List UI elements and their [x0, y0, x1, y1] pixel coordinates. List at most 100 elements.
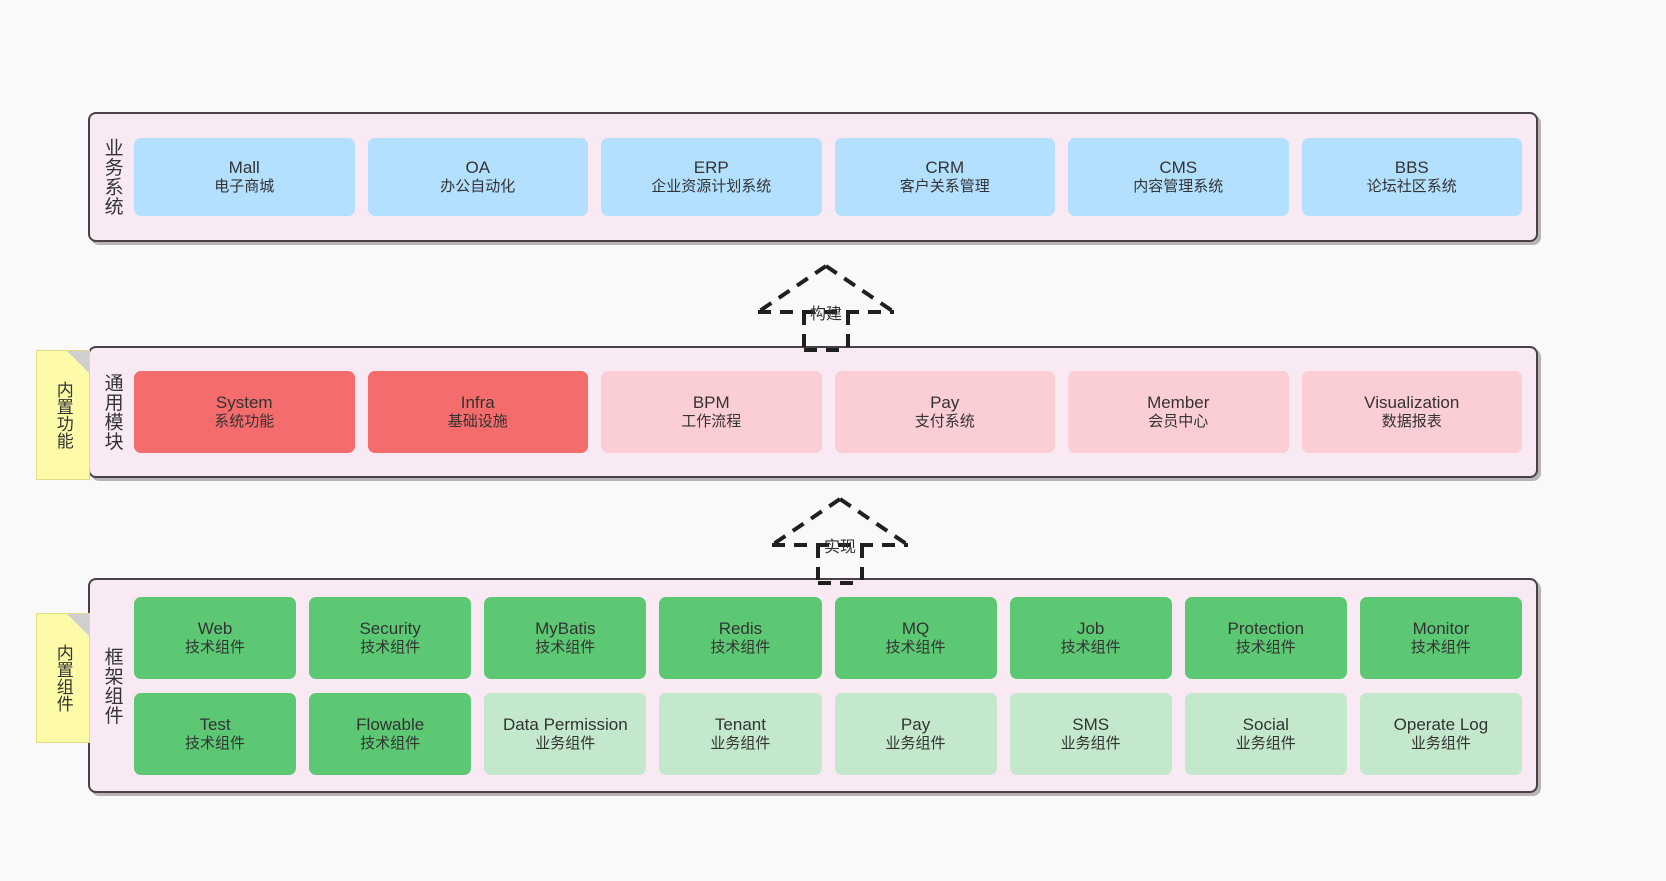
generalization-arrowhead-icon: [756, 264, 896, 314]
node-pay-component-en: Pay: [900, 714, 931, 734]
note-builtin-function: 内置功能: [36, 350, 90, 480]
node-system-cn: 系统功能: [214, 413, 275, 431]
node-pay-module-cn: 支付系统: [914, 413, 975, 431]
layer-business-system[interactable]: 业务系统 Mall 电子商城 OA 办公自动化 ERP 企业资源计划系统 CRM: [88, 112, 1538, 242]
node-sms-en: SMS: [1072, 714, 1110, 734]
node-bbs-en: BBS: [1394, 158, 1429, 178]
node-test-en: Test: [199, 714, 231, 734]
node-data-permission-cn: 业务组件: [535, 734, 596, 752]
node-security[interactable]: Security 技术组件: [309, 596, 472, 679]
node-flowable-cn: 技术组件: [360, 734, 421, 752]
node-sms-cn: 业务组件: [1060, 734, 1121, 752]
node-mq-en: MQ: [901, 618, 930, 638]
node-crm[interactable]: CRM 客户关系管理: [834, 138, 1055, 216]
node-infra-en: Infra: [460, 393, 495, 413]
node-tenant-cn: 业务组件: [710, 734, 771, 752]
node-operate-log[interactable]: Operate Log 业务组件: [1359, 692, 1522, 775]
node-cms-cn: 内容管理系统: [1133, 178, 1224, 196]
layer-common-module-body: System 系统功能 Infra 基础设施 BPM 工作流程 Pay 支付系统…: [134, 348, 1536, 476]
node-erp-cn: 企业资源计划系统: [651, 178, 772, 196]
node-web-en: Web: [197, 618, 233, 638]
layer-business-system-body: Mall 电子商城 OA 办公自动化 ERP 企业资源计划系统 CRM 客户关系…: [134, 114, 1536, 240]
node-erp-en: ERP: [693, 158, 729, 178]
framework-tech-row: Web 技术组件 Security 技术组件 MyBatis 技术组件 Redi…: [134, 596, 1522, 679]
node-sms[interactable]: SMS 业务组件: [1009, 692, 1172, 775]
node-member-en: Member: [1147, 393, 1210, 413]
node-mybatis[interactable]: MyBatis 技术组件: [484, 596, 647, 679]
node-oa-en: OA: [465, 158, 491, 178]
node-tenant[interactable]: Tenant 业务组件: [659, 692, 822, 775]
node-pay-component-cn: 业务组件: [885, 734, 946, 752]
node-mq-cn: 技术组件: [885, 638, 946, 656]
node-oa-cn: 办公自动化: [440, 178, 516, 196]
node-infra-cn: 基础设施: [447, 413, 508, 431]
node-visualization[interactable]: Visualization 数据报表: [1301, 371, 1522, 453]
node-system[interactable]: System 系统功能: [134, 371, 355, 453]
layer-framework-component-body: Web 技术组件 Security 技术组件 MyBatis 技术组件 Redi…: [134, 580, 1536, 791]
node-test-cn: 技术组件: [185, 734, 246, 752]
node-crm-en: CRM: [925, 158, 965, 178]
node-social-en: Social: [1242, 714, 1289, 734]
node-mall-en: Mall: [228, 158, 260, 178]
node-security-en: Security: [359, 618, 421, 638]
node-bbs[interactable]: BBS 论坛社区系统: [1301, 138, 1522, 216]
node-redis[interactable]: Redis 技术组件: [659, 596, 822, 679]
layer-common-module[interactable]: 通用模块 System 系统功能 Infra 基础设施 BPM 工作流程 Pay: [88, 346, 1538, 478]
node-test[interactable]: Test 技术组件: [134, 692, 297, 775]
node-mall[interactable]: Mall 电子商城: [134, 138, 355, 216]
node-web[interactable]: Web 技术组件: [134, 596, 297, 679]
node-pay-module[interactable]: Pay 支付系统: [834, 371, 1055, 453]
node-social-cn: 业务组件: [1235, 734, 1296, 752]
node-bbs-cn: 论坛社区系统: [1366, 178, 1457, 196]
node-job[interactable]: Job 技术组件: [1009, 596, 1172, 679]
node-monitor-en: Monitor: [1412, 618, 1470, 638]
node-crm-cn: 客户关系管理: [899, 178, 990, 196]
node-visualization-en: Visualization: [1364, 393, 1460, 413]
layer-business-system-title: 业务系统: [101, 138, 123, 216]
node-pay-component[interactable]: Pay 业务组件: [834, 692, 997, 775]
module-node-row: System 系统功能 Infra 基础设施 BPM 工作流程 Pay 支付系统…: [134, 371, 1522, 453]
node-bpm-en: BPM: [692, 393, 730, 413]
node-mybatis-en: MyBatis: [535, 618, 596, 638]
node-job-en: Job: [1076, 618, 1105, 638]
node-redis-cn: 技术组件: [710, 638, 771, 656]
generalization-arrowhead-icon: [770, 497, 910, 547]
business-node-row: Mall 电子商城 OA 办公自动化 ERP 企业资源计划系统 CRM 客户关系…: [134, 138, 1522, 216]
node-cms[interactable]: CMS 内容管理系统: [1068, 138, 1289, 216]
node-social[interactable]: Social 业务组件: [1184, 692, 1347, 775]
note-builtin-component-text: 内置组件: [53, 644, 73, 712]
layer-framework-component[interactable]: 框架组件 Web 技术组件 Security 技术组件 MyBatis 技术组件…: [88, 578, 1538, 793]
node-monitor-cn: 技术组件: [1410, 638, 1471, 656]
node-member[interactable]: Member 会员中心: [1068, 371, 1289, 453]
note-builtin-function-text: 内置功能: [53, 381, 73, 449]
node-member-cn: 会员中心: [1148, 413, 1209, 431]
node-security-cn: 技术组件: [360, 638, 421, 656]
node-infra[interactable]: Infra 基础设施: [367, 371, 588, 453]
node-flowable[interactable]: Flowable 技术组件: [309, 692, 472, 775]
node-redis-en: Redis: [718, 618, 763, 638]
node-operate-log-cn: 业务组件: [1410, 734, 1471, 752]
node-protection-en: Protection: [1227, 618, 1305, 638]
node-web-cn: 技术组件: [185, 638, 246, 656]
node-visualization-cn: 数据报表: [1381, 413, 1442, 431]
node-oa[interactable]: OA 办公自动化: [367, 138, 588, 216]
note-builtin-component: 内置组件: [36, 613, 90, 743]
node-bpm[interactable]: BPM 工作流程: [601, 371, 822, 453]
node-flowable-en: Flowable: [356, 714, 425, 734]
node-protection[interactable]: Protection 技术组件: [1184, 596, 1347, 679]
layer-framework-component-title: 框架组件: [101, 646, 123, 725]
node-data-permission-en: Data Permission: [502, 714, 628, 734]
node-monitor[interactable]: Monitor 技术组件: [1359, 596, 1522, 679]
node-data-permission[interactable]: Data Permission 业务组件: [484, 692, 647, 775]
node-job-cn: 技术组件: [1060, 638, 1121, 656]
connector-implement-label: 实现: [823, 539, 857, 556]
connector-build: 构建: [756, 262, 896, 352]
node-mybatis-cn: 技术组件: [535, 638, 596, 656]
node-mall-cn: 电子商城: [214, 178, 275, 196]
node-system-en: System: [215, 393, 273, 413]
node-operate-log-en: Operate Log: [1393, 714, 1489, 734]
node-mq[interactable]: MQ 技术组件: [834, 596, 997, 679]
node-erp[interactable]: ERP 企业资源计划系统: [601, 138, 822, 216]
connector-build-label: 构建: [809, 306, 843, 323]
